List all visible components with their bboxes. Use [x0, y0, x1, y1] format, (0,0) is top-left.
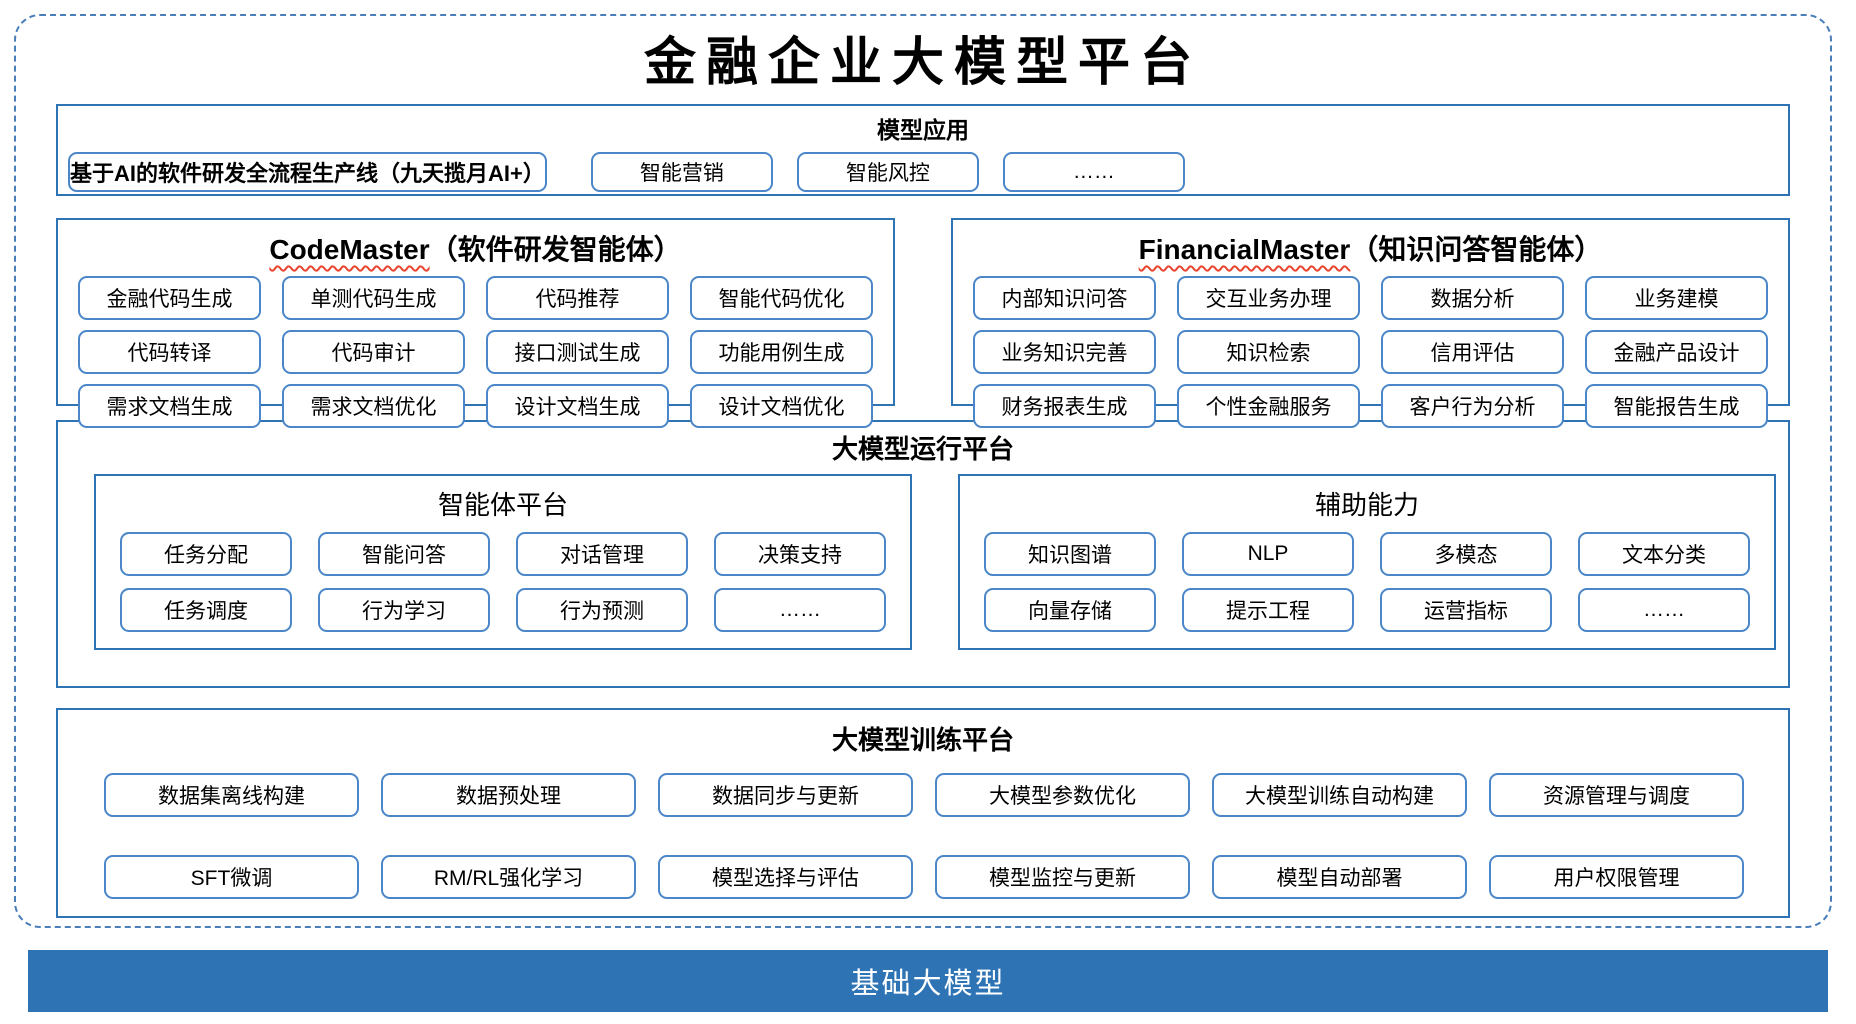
financialmaster-grid: 内部知识问答交互业务办理数据分析业务建模业务知识完善知识检索信用评估金融产品设计…: [973, 276, 1768, 428]
codemaster-title-en: CodeMaster: [269, 234, 430, 265]
agent-platform-box: 任务调度: [120, 588, 292, 632]
financialmaster-title-zh: （知识问答智能体）: [1350, 234, 1603, 265]
agent-platform-box: 智能问答: [318, 532, 490, 576]
training-platform-header: 大模型训练平台: [831, 725, 1014, 755]
training-feature-box: 模型选择与评估: [658, 855, 913, 899]
aux-capability-box: 多模态: [1380, 532, 1552, 576]
financialmaster-feature-box: 数据分析: [1381, 276, 1564, 320]
training-platform-grid: 数据集离线构建数据预处理数据同步与更新大模型参数优化大模型训练自动构建资源管理与…: [58, 773, 1788, 899]
codemaster-feature-box: 接口测试生成: [486, 330, 669, 374]
model-applications-chips: 智能营销智能风控 ……: [590, 152, 1185, 192]
financialmaster-feature-box: 金融产品设计: [1585, 330, 1768, 374]
financialmaster-feature-box: 知识检索: [1177, 330, 1360, 374]
model-application-box: ……: [1002, 152, 1185, 192]
codemaster-feature-box: 金融代码生成: [78, 276, 261, 320]
section-model-applications: 模型应用 基于AI的软件研发全流程生产线（九天揽月AI+） 智能营销智能风控 ……: [56, 104, 1790, 196]
codemaster-title: CodeMaster（软件研发智能体）: [78, 222, 873, 276]
financialmaster-feature-box: 客户行为分析: [1381, 384, 1564, 428]
financialmaster-title-en: FinancialMaster: [1138, 234, 1351, 265]
agent-platform-box: 行为预测: [516, 588, 688, 632]
codemaster-feature-box: 设计文档优化: [690, 384, 873, 428]
model-application-box: 智能营销: [590, 152, 773, 192]
codemaster-feature-box: 单测代码生成: [282, 276, 465, 320]
training-feature-box: 模型自动部署: [1212, 855, 1467, 899]
codemaster-feature-box: 功能用例生成: [690, 330, 873, 374]
codemaster-title-zh: （软件研发智能体）: [429, 234, 682, 265]
training-feature-box: 数据同步与更新: [658, 773, 913, 817]
codemaster-feature-box: 智能代码优化: [690, 276, 873, 320]
financialmaster-feature-box: 智能报告生成: [1585, 384, 1768, 428]
agent-platform-grid: 任务分配智能问答对话管理决策支持任务调度行为学习行为预测 ……: [120, 532, 886, 632]
agent-platform-box: 行为学习: [318, 588, 490, 632]
codemaster-feature-box: 设计文档生成: [486, 384, 669, 428]
agent-platform-box: 决策支持: [714, 532, 886, 576]
codemaster-feature-box: 代码转译: [78, 330, 261, 374]
aux-capability-box: 文本分类: [1578, 532, 1750, 576]
training-feature-box: SFT微调: [104, 855, 359, 899]
financialmaster-feature-box: 个性金融服务: [1177, 384, 1360, 428]
codemaster-feature-box: 需求文档优化: [282, 384, 465, 428]
app-main-pipeline-box: 基于AI的软件研发全流程生产线（九天揽月AI+）: [68, 152, 547, 192]
aux-capability-box: 提示工程: [1182, 588, 1354, 632]
training-feature-box: 大模型训练自动构建: [1212, 773, 1467, 817]
model-applications-row: 基于AI的软件研发全流程生产线（九天揽月AI+） 智能营销智能风控 ……: [58, 152, 1788, 192]
runtime-platform-header: 大模型运行平台: [831, 434, 1014, 464]
training-feature-box: 大模型参数优化: [935, 773, 1190, 817]
section-model-applications-header: 模型应用: [877, 117, 969, 143]
codemaster-feature-box: 代码审计: [282, 330, 465, 374]
training-feature-box: 数据集离线构建: [104, 773, 359, 817]
foundation-model-bar: 基础大模型: [28, 950, 1828, 1012]
agents-row: CodeMaster（软件研发智能体） 金融代码生成单测代码生成代码推荐智能代码…: [56, 218, 1790, 428]
agent-platform-title: 智能体平台: [437, 490, 568, 520]
aux-capabilities-title: 辅助能力: [1314, 490, 1419, 520]
codemaster-grid: 金融代码生成单测代码生成代码推荐智能代码优化代码转译代码审计接口测试生成功能用例…: [78, 276, 873, 428]
section-codemaster: CodeMaster（软件研发智能体） 金融代码生成单测代码生成代码推荐智能代码…: [56, 218, 895, 428]
training-feature-box: RM/RL强化学习: [381, 855, 636, 899]
model-application-box: 智能风控: [796, 152, 979, 192]
financialmaster-feature-box: 交互业务办理: [1177, 276, 1360, 320]
financialmaster-title: FinancialMaster（知识问答智能体）: [973, 222, 1768, 276]
section-financialmaster: FinancialMaster（知识问答智能体） 内部知识问答交互业务办理数据分…: [951, 218, 1790, 428]
platform-dashed-border: 金融企业大模型平台 模型应用 基于AI的软件研发全流程生产线（九天揽月AI+） …: [14, 14, 1832, 928]
codemaster-feature-box: 代码推荐: [486, 276, 669, 320]
financialmaster-feature-box: 业务知识完善: [973, 330, 1156, 374]
agent-platform-box: 任务分配: [120, 532, 292, 576]
financialmaster-feature-box: 业务建模: [1585, 276, 1768, 320]
aux-capabilities-grid: 知识图谱 NLP 多模态文本分类向量存储提示工程运营指标 ……: [984, 532, 1750, 632]
runtime-panels: 智能体平台 任务分配智能问答对话管理决策支持任务调度行为学习行为预测 …… 辅助能…: [58, 472, 1788, 650]
training-feature-box: 用户权限管理: [1489, 855, 1744, 899]
codemaster-feature-box: 需求文档生成: [78, 384, 261, 428]
financialmaster-feature-box: 财务报表生成: [973, 384, 1156, 428]
aux-capability-box: 知识图谱: [984, 532, 1156, 576]
aux-capability-box: NLP: [1182, 532, 1354, 576]
aux-capability-box: 运营指标: [1380, 588, 1552, 632]
aux-capability-box: 向量存储: [984, 588, 1156, 632]
panel-aux-capabilities: 辅助能力 知识图谱 NLP 多模态文本分类向量存储提示工程运营指标 ……: [958, 474, 1776, 650]
panel-agent-platform: 智能体平台 任务分配智能问答对话管理决策支持任务调度行为学习行为预测 ……: [94, 474, 912, 650]
training-feature-box: 模型监控与更新: [935, 855, 1190, 899]
training-feature-box: 数据预处理: [381, 773, 636, 817]
financialmaster-feature-box: 内部知识问答: [973, 276, 1156, 320]
page-title: 金融企业大模型平台: [643, 32, 1202, 93]
agent-platform-box: 对话管理: [516, 532, 688, 576]
aux-capability-box: ……: [1578, 588, 1750, 632]
foundation-model-label: 基础大模型: [850, 968, 1006, 1000]
training-feature-box: 资源管理与调度: [1489, 773, 1744, 817]
section-runtime-platform: 大模型运行平台 智能体平台 任务分配智能问答对话管理决策支持任务调度行为学习行为…: [56, 420, 1790, 688]
section-training-platform: 大模型训练平台 数据集离线构建数据预处理数据同步与更新大模型参数优化大模型训练自…: [56, 708, 1790, 918]
agent-platform-box: ……: [714, 588, 886, 632]
financialmaster-feature-box: 信用评估: [1381, 330, 1564, 374]
